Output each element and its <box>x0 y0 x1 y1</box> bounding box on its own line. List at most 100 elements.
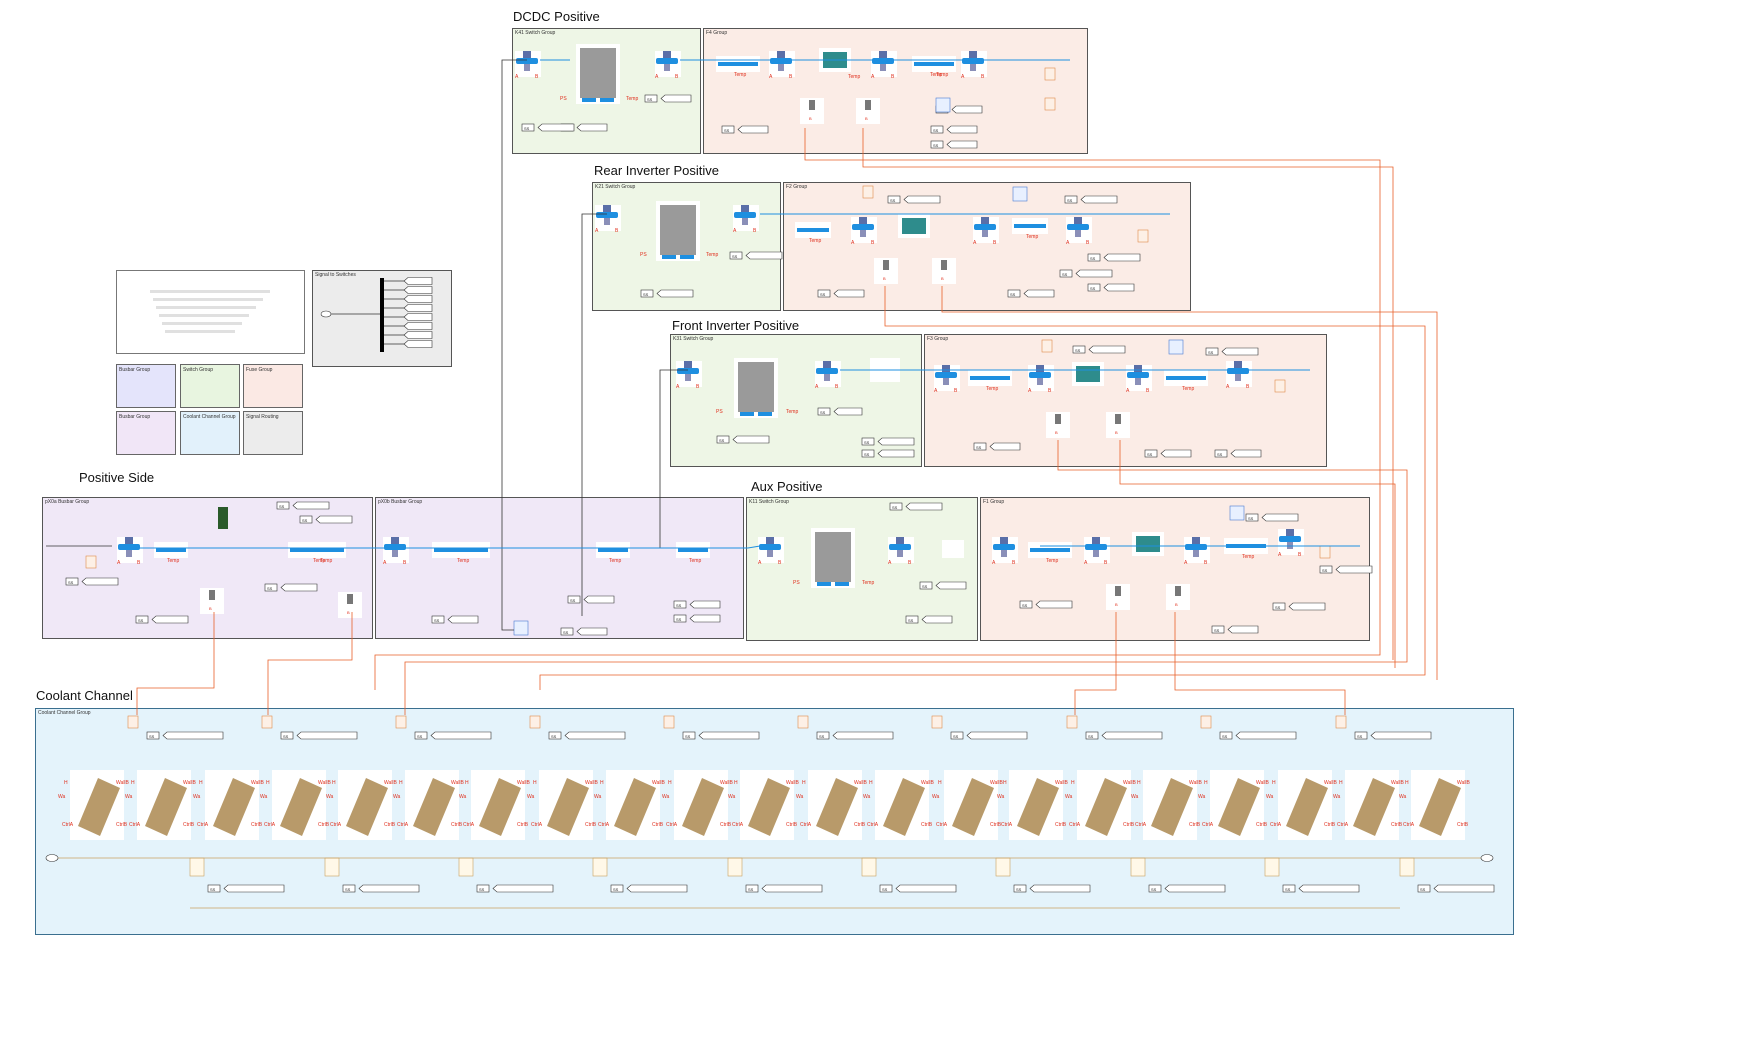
coolant-plate-body <box>145 778 187 836</box>
plate-port-wall: Wa <box>125 794 133 800</box>
signal-tag <box>430 731 492 740</box>
group-label: Signal to Switches <box>315 272 356 278</box>
sensor-block <box>729 251 743 260</box>
sensor-label: SS <box>820 292 826 297</box>
plate-port-wall: Wa <box>997 794 1005 800</box>
sensor-label: SS <box>570 598 576 603</box>
note-blur-line <box>156 306 256 309</box>
plate-port-ctrlb: CtrlB <box>652 822 664 828</box>
plate-port-wallb: WallB <box>1324 780 1338 786</box>
connector-port-a: A <box>117 560 121 566</box>
connector-port-b: B <box>696 384 700 390</box>
sensor-label: SS <box>890 198 896 203</box>
sensor-block <box>1219 731 1233 740</box>
sensor-block <box>1087 253 1101 262</box>
busbar-temp-port: Temp <box>848 74 860 80</box>
sensor-label: SS <box>1357 734 1363 739</box>
connector-port-b: B <box>891 74 895 80</box>
sensor-block <box>973 442 987 451</box>
title-coolant-channel: Coolant Channel <box>36 688 133 703</box>
thermal-sensor-block <box>663 715 675 729</box>
group-k31-switch[interactable]: K31 Switch Group <box>670 334 922 467</box>
coolant-plate-body <box>213 778 255 836</box>
note-blur-line <box>150 290 270 293</box>
connector-body <box>816 368 838 374</box>
connector-port-b: B <box>1246 384 1250 390</box>
signal-tag <box>966 731 1028 740</box>
connector-port-a: A <box>961 74 965 80</box>
switch-terminal <box>835 582 849 586</box>
plate-port-h: H <box>1272 780 1276 786</box>
switch-port-ps: PS <box>793 580 800 586</box>
connector-port-a: A <box>676 384 680 390</box>
connector-post <box>685 374 691 381</box>
plate-port-h: H <box>869 780 873 786</box>
sensor-label: SS <box>864 452 870 457</box>
connector-post <box>897 550 903 557</box>
switch-port-temp: Temp <box>862 580 874 586</box>
thermal-sensor-block <box>1319 545 1331 559</box>
connector-post <box>1037 378 1043 385</box>
switch-port-temp: Temp <box>626 96 638 102</box>
signal-tag <box>1160 449 1192 458</box>
busbar-temp-port: Temp <box>457 558 469 564</box>
signal-tag <box>403 340 433 348</box>
sensor-block <box>1085 731 1099 740</box>
sensor-label: SS <box>1275 605 1281 610</box>
signal-tag <box>1235 731 1297 740</box>
note-blur-line <box>153 298 263 301</box>
thermal-sensor-block <box>127 715 139 729</box>
connector-post <box>1075 230 1081 237</box>
fuse-body <box>1076 366 1100 382</box>
signal-tag <box>537 123 575 132</box>
connector-port-b: B <box>1204 560 1208 566</box>
connector-body <box>118 544 140 550</box>
signal-tag <box>1370 731 1432 740</box>
signal-tag <box>1227 625 1259 634</box>
plate-port-ctrla: CtrlA <box>463 822 475 828</box>
plate-port-ctrla: CtrlA <box>1270 822 1282 828</box>
description-note <box>116 270 305 354</box>
plate-port-wall: Wa <box>796 794 804 800</box>
coolant-plate-body <box>682 778 724 836</box>
flow-sensor-block <box>1130 857 1146 877</box>
connector-port-a: A <box>1066 240 1070 246</box>
sensor-block <box>1417 884 1431 893</box>
input-block <box>218 507 228 529</box>
plate-port-h: H <box>938 780 942 786</box>
connector-port-b: B <box>535 74 539 80</box>
plate-port-wall: Wa <box>260 794 268 800</box>
plate-port-wallb: WallB <box>451 780 465 786</box>
signal-tag <box>1335 565 1373 574</box>
busbar-temp-port: Temp <box>1026 234 1038 240</box>
plate-port-wallb: WallB <box>384 780 398 786</box>
sensor-block <box>560 627 574 636</box>
thermal-mass-port: B <box>809 116 812 121</box>
sensor-block <box>673 614 687 623</box>
busbar-temp-port: Temp <box>1182 386 1194 392</box>
thermal-mass-port: B <box>865 116 868 121</box>
plate-port-wallb: WallB <box>854 780 868 786</box>
sensor-block <box>1007 289 1021 298</box>
fuse-body <box>1136 536 1160 552</box>
group-label: K31 Switch Group <box>673 336 714 342</box>
current-sensor-block <box>1012 186 1028 202</box>
busbar-bar <box>156 548 186 552</box>
coolant-plate-body <box>1085 778 1127 836</box>
thermal-sensor-block <box>529 715 541 729</box>
plate-port-ctrla: CtrlA <box>1135 822 1147 828</box>
signal-tag <box>935 581 967 590</box>
group-f3[interactable]: F3 Group <box>924 334 1327 467</box>
signal-tag <box>280 583 318 592</box>
thermal-mass-icon <box>865 100 871 110</box>
thermal-wire-f4 <box>374 128 1381 690</box>
plate-port-h: H <box>1405 780 1409 786</box>
connector-port-b: B <box>1086 240 1090 246</box>
thermal-mass-port: B <box>1175 602 1178 607</box>
busbar-temp-port: Temp <box>734 72 746 78</box>
busbar-temp-port: Temp <box>986 386 998 392</box>
sensor-label: SS <box>908 618 914 623</box>
sensor-label: SS <box>1322 568 1328 573</box>
busbar-temp-port: Temp <box>930 72 942 78</box>
thermal-sensor-block <box>1137 229 1149 243</box>
